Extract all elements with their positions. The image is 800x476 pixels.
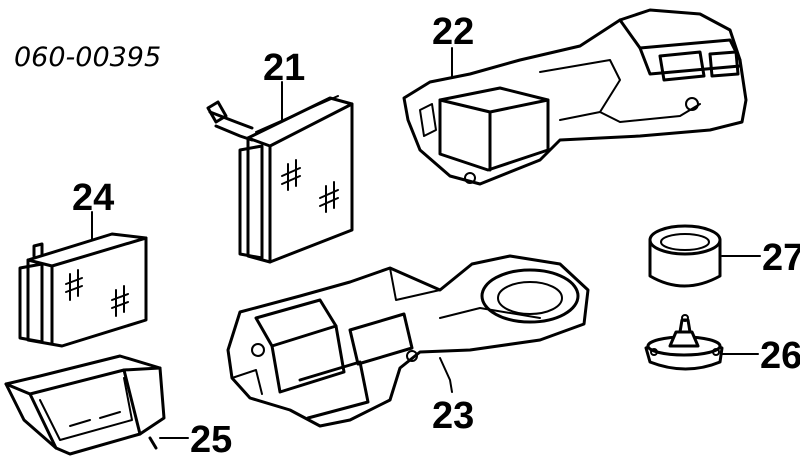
callout-27[interactable]: 27 xyxy=(762,237,800,279)
part-24-evaporator-core[interactable] xyxy=(18,232,148,348)
part-23-lower-housing[interactable] xyxy=(226,254,590,428)
callout-23[interactable]: 23 xyxy=(432,395,474,437)
part-22-upper-housing[interactable] xyxy=(402,8,748,186)
callout-25[interactable]: 25 xyxy=(190,419,232,461)
callout-26[interactable]: 26 xyxy=(760,335,800,377)
reference-code: 060-00395 xyxy=(14,42,161,73)
part-25-drain-tray[interactable] xyxy=(4,354,166,456)
callout-21[interactable]: 21 xyxy=(263,47,305,89)
leader-23 xyxy=(439,357,453,393)
part-27-blower-cup[interactable] xyxy=(648,224,722,288)
part-21-heater-core[interactable] xyxy=(206,95,354,264)
part-26-actuator[interactable] xyxy=(644,314,724,371)
callout-22[interactable]: 22 xyxy=(432,11,474,53)
callout-24[interactable]: 24 xyxy=(72,177,114,219)
